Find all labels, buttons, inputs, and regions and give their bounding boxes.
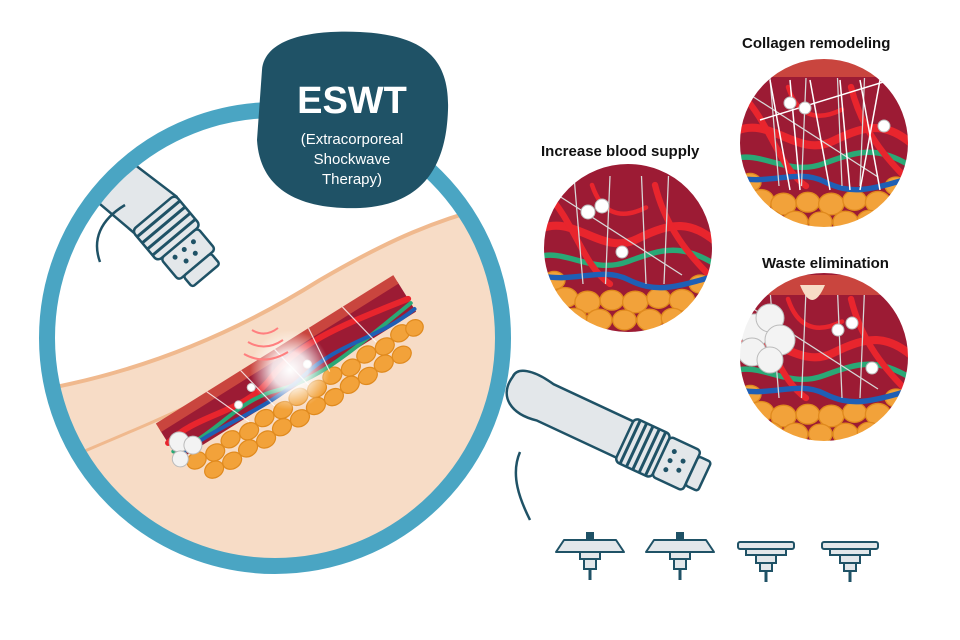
blood-supply-circle (542, 162, 714, 334)
badge-subtitle-line: Shockwave (314, 151, 391, 168)
waste-circle (738, 271, 910, 443)
treatment-zoom-circle (39, 102, 511, 574)
badge-subtitle-line: (Extracorporeal (301, 131, 404, 148)
collagen-label: Collagen remodeling (742, 35, 891, 52)
applicator-head-icon (820, 540, 880, 584)
collagen-circle (738, 57, 910, 229)
eswt-badge: ESWT (Extracorporeal Shockwave Therapy) (257, 31, 449, 209)
blood-supply-label: Increase blood supply (541, 143, 700, 160)
applicator-head-icon (736, 540, 796, 584)
applicator-head-icon (644, 530, 716, 582)
shockwave-applicator-icon (505, 369, 712, 492)
badge-title: ESWT (297, 80, 407, 122)
badge-subtitle-line: Therapy) (322, 171, 382, 188)
applicator-head-icon (554, 530, 626, 582)
waste-label: Waste elimination (762, 255, 889, 272)
